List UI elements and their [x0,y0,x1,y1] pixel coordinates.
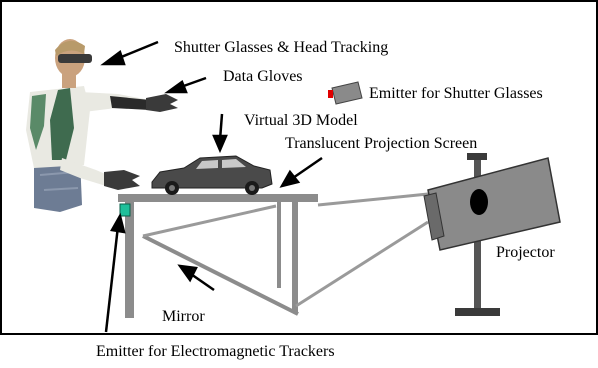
mirror-ray [142,204,277,238]
user-figure [26,39,178,212]
em-emitter-icon [119,203,131,217]
projector-icon [423,153,561,316]
callout-arrows [100,40,323,333]
projection-rays [295,192,429,308]
label-em-emitter: Emitter for Electromagnetic Trackers [96,343,335,360]
label-virtual-model: Virtual 3D Model [244,112,358,129]
data-glove-lower-icon [104,170,140,190]
label-projection-screen: Translucent Projection Screen [285,135,477,152]
workbench-table [118,194,318,318]
figure-frame [0,0,598,335]
shutter-glasses-icon [58,54,92,63]
label-emitter-shutter-glasses: Emitter for Shutter Glasses [369,85,543,102]
label-projector: Projector [496,244,555,261]
mirror [142,234,299,316]
car-model-icon [151,155,273,195]
label-shutter-glasses: Shutter Glasses & Head Tracking [174,39,388,56]
label-mirror: Mirror [162,308,205,325]
data-glove-upper-icon [146,94,178,112]
shutter-emitter-icon [328,81,363,105]
label-data-gloves: Data Gloves [223,68,303,85]
